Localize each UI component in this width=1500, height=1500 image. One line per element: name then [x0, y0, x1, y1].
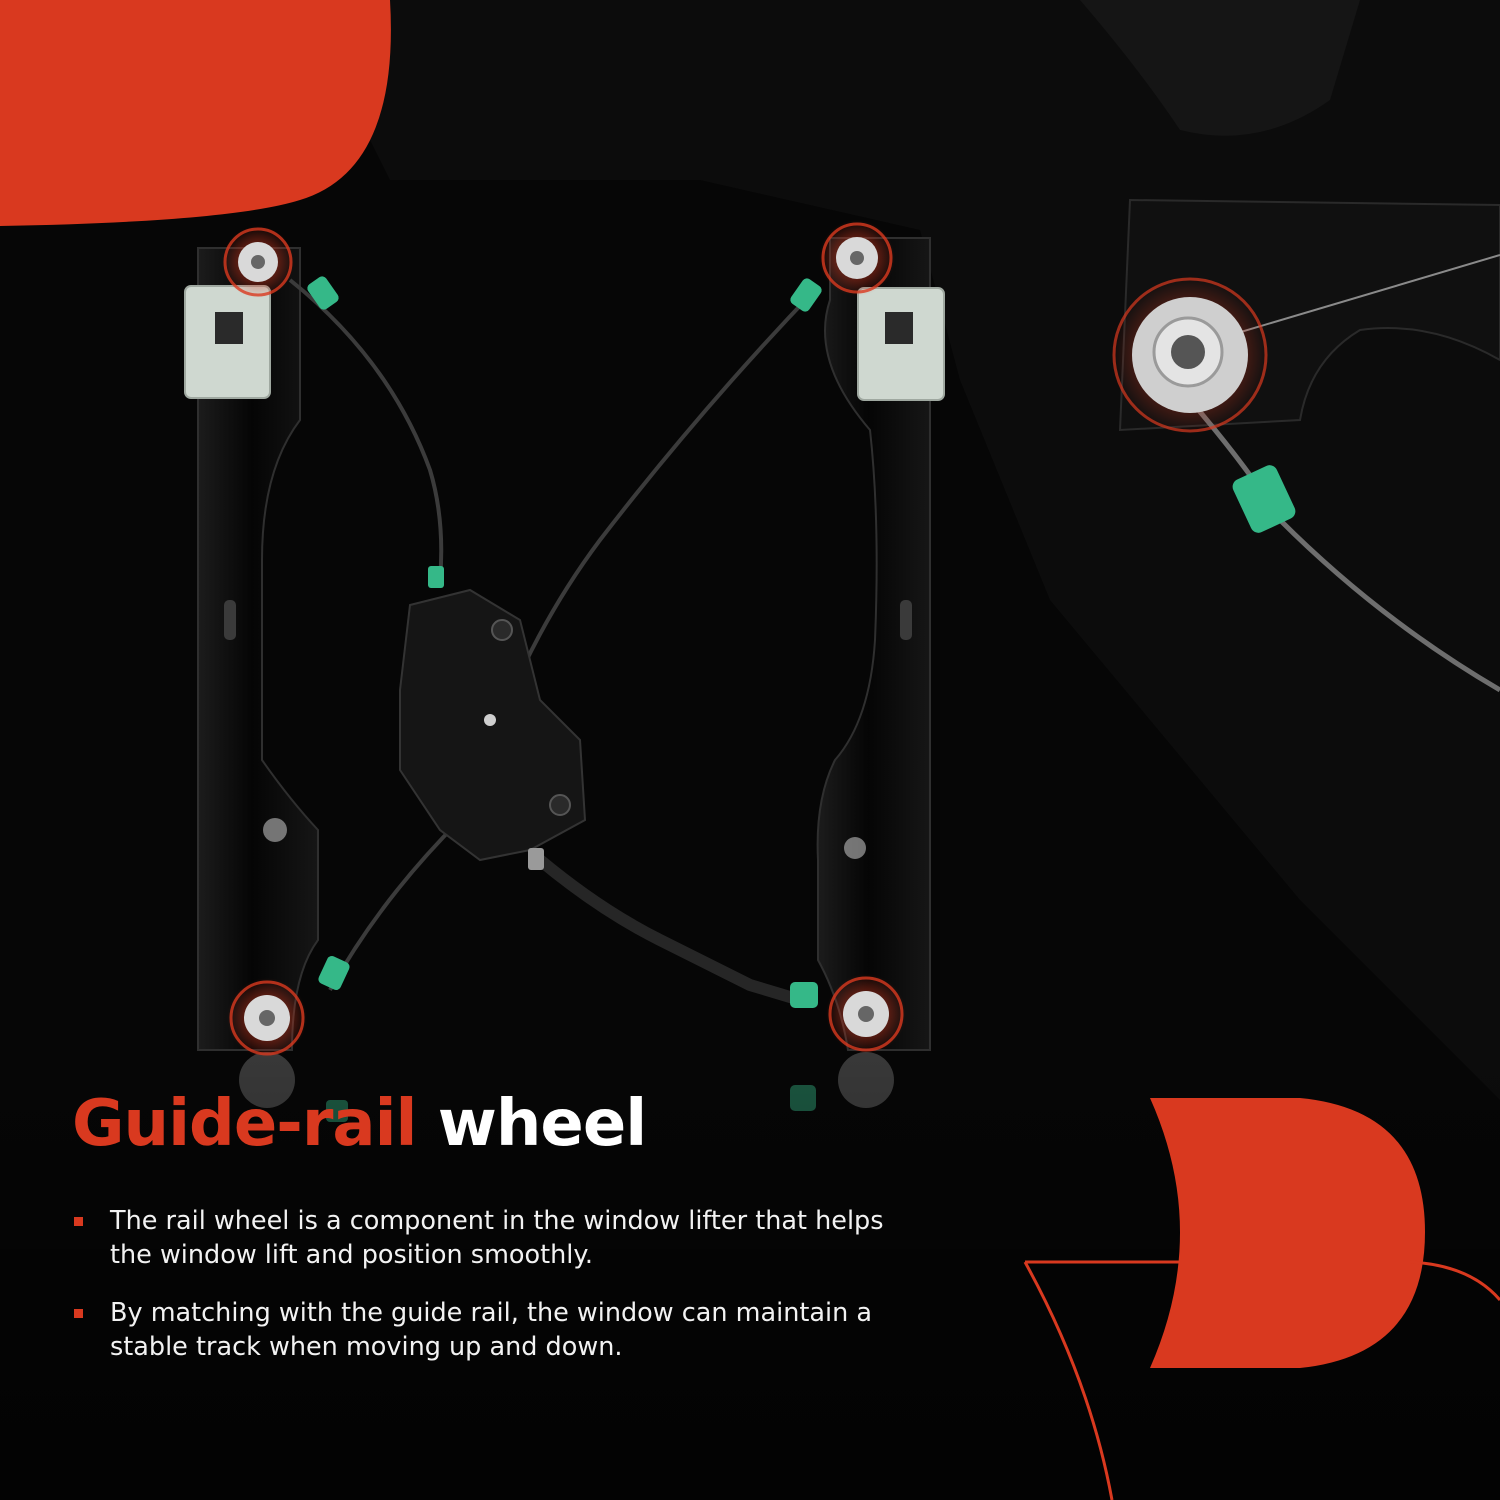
- rail-slot: [900, 600, 912, 640]
- accent-outline-arc: [1025, 1260, 1500, 1301]
- square-bullet-icon: [74, 1217, 83, 1226]
- cable-sheathed: [534, 854, 806, 1006]
- background-door-handle-shape: [1080, 0, 1360, 136]
- feature-bullet-item: The rail wheel is a component in the win…: [72, 1204, 892, 1272]
- cable-clip: [790, 278, 822, 312]
- housing-mount: [491, 619, 513, 641]
- glass-carrier-left-slot: [215, 312, 243, 344]
- rail-slot: [224, 600, 236, 640]
- feature-bullet-list: The rail wheel is a component in the win…: [72, 1204, 892, 1388]
- accent-corner-shape: [0, 0, 391, 226]
- cable-spring: [528, 848, 544, 870]
- feature-bullet-text: The rail wheel is a component in the win…: [110, 1206, 884, 1270]
- accent-outline-arc: [1023, 1261, 1114, 1500]
- wheel-rivet: [850, 251, 864, 265]
- inset-cable-lower: [1188, 398, 1500, 693]
- guide-rail-wheel-bottom-left: [227, 978, 307, 1058]
- wheel-highlight-ring: [821, 222, 893, 294]
- wheel-highlight-ring: [223, 227, 293, 297]
- housing-mount: [549, 794, 571, 816]
- feature-bullet-text: By matching with the guide rail, the win…: [110, 1298, 872, 1362]
- wheel-rivet: [858, 1006, 874, 1022]
- glass-carrier-right-slot: [885, 312, 913, 344]
- square-bullet-icon: [74, 1309, 83, 1318]
- wheel-rivet: [251, 255, 265, 269]
- feature-bullet-item: By matching with the guide rail, the win…: [72, 1296, 892, 1364]
- inset-cable-clip: [1232, 465, 1296, 533]
- guide-rail-wheel-top-right: [819, 220, 895, 296]
- cable-clip: [318, 955, 350, 991]
- detail-inset-closeup: [1112, 198, 1500, 693]
- cable-drum-center: [484, 714, 496, 726]
- headline-main-text: wheel: [437, 1087, 647, 1161]
- rail-hole: [263, 818, 287, 842]
- cable-clip: [307, 276, 339, 310]
- cable-clip: [790, 982, 818, 1008]
- cable: [288, 278, 444, 581]
- accent-half-disc: [1150, 1098, 1425, 1368]
- cable: [498, 288, 817, 721]
- accent-decor-bottom-right: [1023, 1098, 1500, 1500]
- cable-spring: [428, 566, 444, 588]
- headline: Guide-rail wheel: [72, 1087, 647, 1162]
- rail-hole: [844, 837, 866, 859]
- inset-wheel-rivet: [1171, 335, 1205, 369]
- guide-rail-wheel-bottom-right: [826, 974, 906, 1054]
- headline-accent-text: Guide-rail: [72, 1087, 417, 1161]
- wheel-rivet: [259, 1010, 275, 1026]
- window-regulator: [184, 220, 945, 1058]
- inset-highlight-ring: [1112, 277, 1268, 433]
- guide-rail-wheel-top-left: [222, 226, 294, 298]
